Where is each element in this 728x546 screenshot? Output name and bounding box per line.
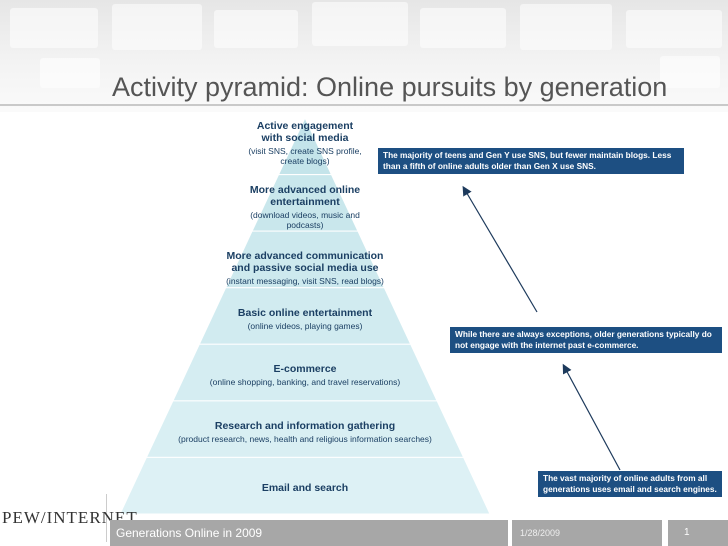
title-divider [0,104,728,106]
note-bottom: The vast majority of online adults from … [538,471,722,497]
arrow-top [462,185,538,313]
level-title-line: entertainment [270,196,340,208]
pyramid-level-7: Email and search [100,482,510,494]
pyramid-band-7 [119,456,491,515]
note-top: The majority of teens and Gen Y use SNS,… [378,148,684,174]
pew-internet-logo: PEW/INTERNET [2,494,137,542]
pyramid-level-6: Research and information gathering (produ… [100,420,510,444]
level-detail-line: (visit SNS, create SNS profile, [248,146,362,156]
header-banner [0,0,728,112]
level-detail-line: (online videos, playing games) [247,321,363,331]
level-detail-line: (product research, news, health and reli… [178,434,432,444]
page-number: 1 [668,520,728,546]
level-title-line: E-commerce [273,363,337,375]
level-title-line: More advanced communication [226,250,384,262]
level-detail-line: (download videos, music and [250,210,360,220]
level-title-line: Active engagement [256,120,354,132]
footer-date: 1/28/2009 [512,520,662,546]
level-detail-line: create blogs) [280,156,330,166]
level-title-line: Basic online entertainment [237,307,373,319]
note-middle: While there are always exceptions, older… [450,327,722,353]
level-title-line: Email and search [261,482,349,494]
footer-title: Generations Online in 2009 [110,520,508,546]
level-title-line: with social media [261,132,349,144]
level-detail-line: (instant messaging, visit SNS, read blog… [226,276,384,286]
level-title-line: Research and information gathering [214,420,396,432]
pyramid-level-5: E-commerce (online shopping, banking, and… [100,363,510,387]
pyramid-level-4: Basic online entertainment (online videos… [100,307,510,331]
level-detail-line: podcasts) [286,220,324,230]
arrow-middle [562,363,621,471]
level-detail-line: (online shopping, banking, and travel re… [209,377,401,387]
slide-title: Activity pyramid: Online pursuits by gen… [112,72,668,102]
level-title-line: More advanced online [249,184,361,196]
level-title-line: and passive social media use [231,262,379,274]
